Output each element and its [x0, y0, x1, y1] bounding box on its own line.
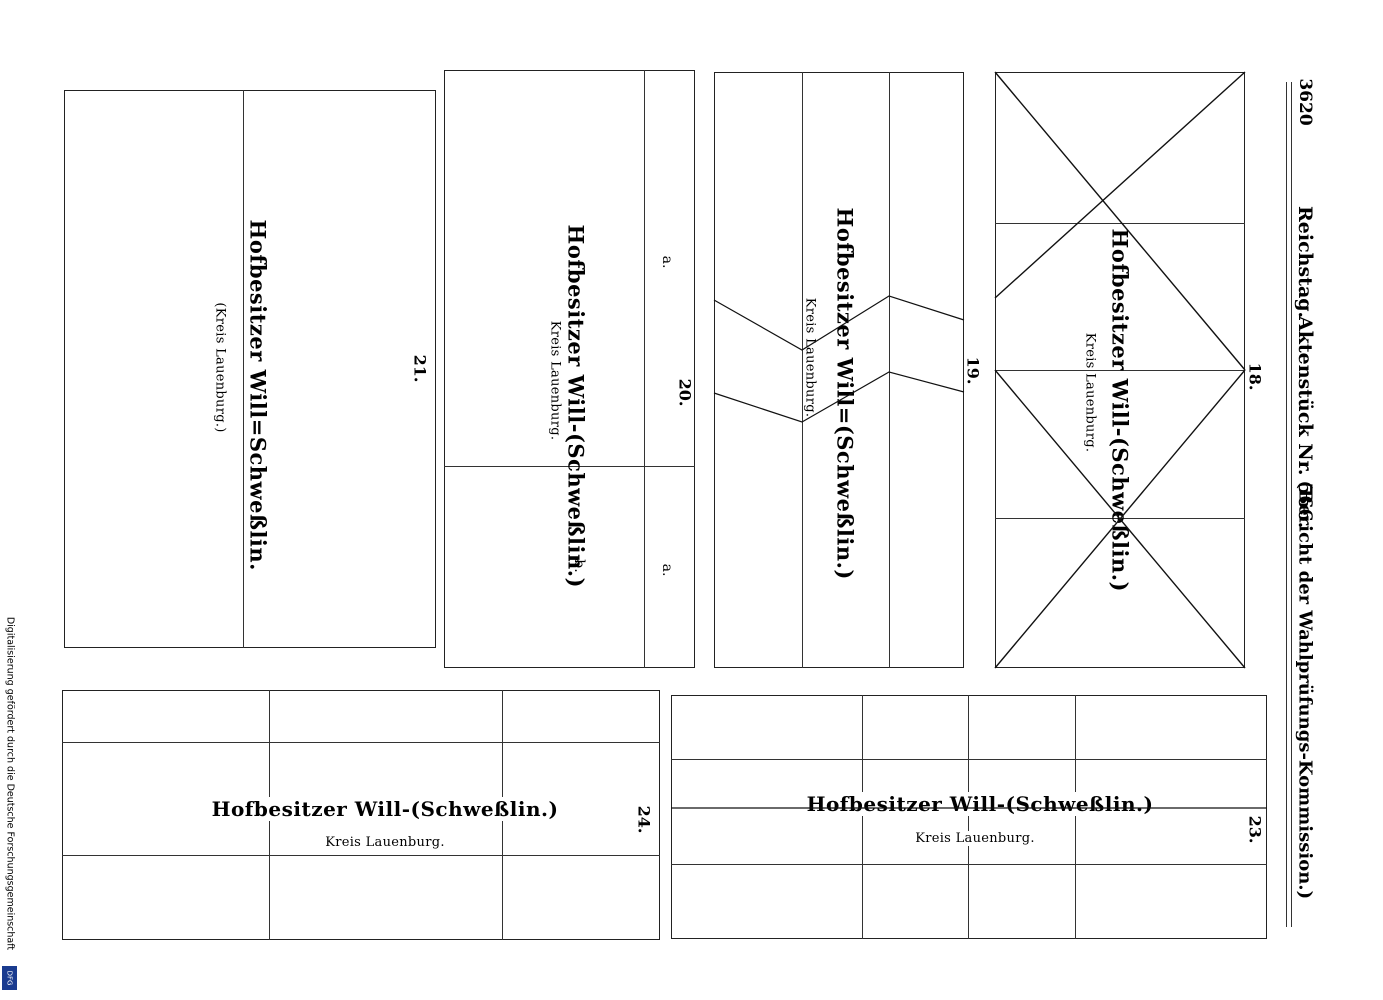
ballot-18-rule: [995, 370, 1245, 371]
ballot-24: [62, 690, 660, 940]
ballot-18-cross: [994, 369, 1246, 669]
header-rule-2: [1291, 82, 1292, 927]
ballot-19-rule: [802, 72, 803, 668]
ballot-23-rule: [671, 864, 1267, 865]
ballot-23-rule: [968, 695, 969, 939]
ballot-19-rule: [889, 72, 890, 668]
ballot-24-rule: [62, 742, 660, 743]
ballot-23: [671, 695, 1267, 939]
ballot-19-strike: [713, 371, 965, 423]
ballot-18-cross: [994, 71, 1246, 371]
ballot-24-rule: [62, 855, 660, 856]
ballot-19: [714, 72, 964, 668]
ballot-24-name: Hofbesitzer Will-(Schweßlin.): [200, 797, 570, 821]
ballot-24-district: Kreis Lauenburg.: [290, 835, 480, 850]
ballot-20-rule: [444, 466, 695, 467]
ballot-21: [64, 90, 436, 648]
ballot-23-rule: [671, 759, 1267, 760]
ballot-18-rule: [995, 223, 1245, 224]
ballot-19-strike: [713, 295, 965, 351]
dfg-logo: DFG: [2, 966, 17, 990]
ballot-23-district: Kreis Lauenburg.: [880, 831, 1070, 846]
ballot-23-name: Hofbesitzer Will-(Schweßlin.): [780, 792, 1180, 816]
ballot-18-cross: [994, 71, 1246, 299]
ballot-20-rule: [644, 70, 645, 668]
header-rule: [1286, 82, 1287, 927]
ballot-20: [444, 70, 695, 668]
ballot-21-rule: [243, 90, 244, 648]
ballot-23-rule: [1075, 695, 1076, 939]
ballot-23-rule: [862, 695, 863, 939]
